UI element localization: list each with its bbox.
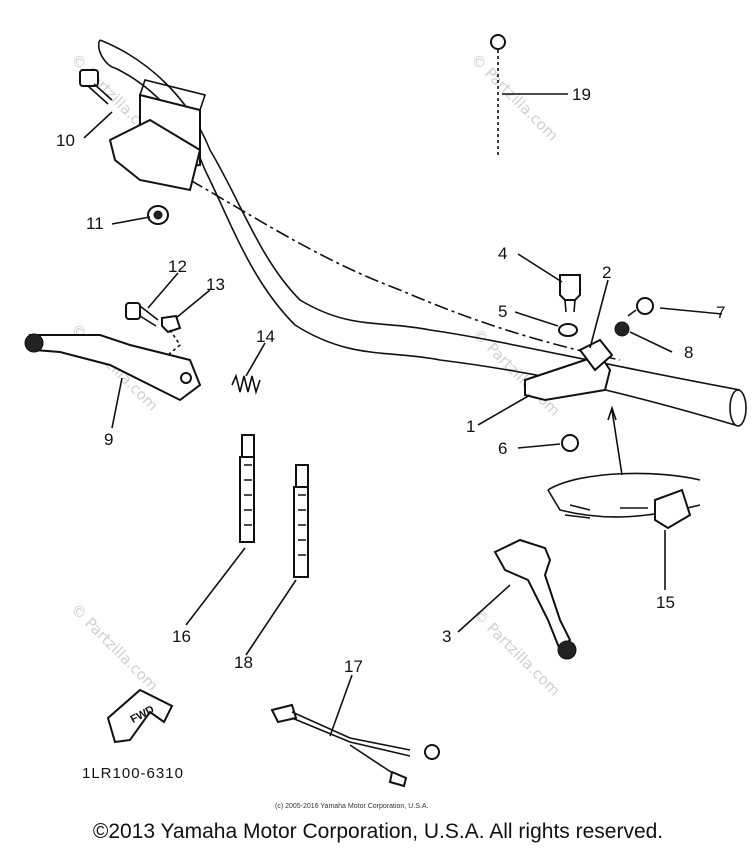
callout-6: 6 — [498, 439, 507, 458]
callout-4: 4 — [498, 244, 507, 263]
leader-lines — [83, 93, 723, 737]
nut-13 — [161, 314, 191, 371]
callout-3: 3 — [442, 627, 451, 646]
callout-2: 2 — [602, 263, 611, 282]
diagram-code: 1LR100-6310 — [82, 765, 184, 782]
watermark: © Partzilla.com — [467, 50, 562, 145]
handlebar — [97, 39, 747, 427]
callout-11: 11 — [86, 214, 104, 233]
fwd-arrow-icon: FWD — [106, 688, 174, 744]
callout-10: 10 — [56, 131, 75, 150]
bolt-10 — [79, 69, 113, 105]
small-copyright: (c) 2005-2016 Yamaha Motor Corporation, … — [275, 803, 428, 810]
lever-3 — [493, 538, 577, 660]
chain-19 — [490, 34, 506, 155]
callout-15: 15 — [656, 593, 675, 612]
copyright-notice: ©2013 Yamaha Motor Corporation, U.S.A. A… — [92, 820, 664, 843]
callout-16: 16 — [172, 627, 191, 646]
left-switch-assembly — [108, 79, 207, 192]
bolt-7 — [627, 297, 654, 317]
watermark: © Partzilla.com — [67, 600, 162, 695]
cable-tie-16 — [239, 434, 255, 543]
nut-6 — [561, 434, 579, 452]
bolt-4 — [559, 274, 581, 313]
lever-holder-1 — [524, 338, 614, 402]
switch-15 — [547, 405, 701, 530]
callout-13: 13 — [206, 275, 225, 294]
nut-11 — [147, 205, 169, 225]
callouts: 10 11 12 13 14 9 19 4 2 5 7 8 1 6 15 3 1… — [56, 85, 725, 676]
bolt-12 — [125, 302, 159, 327]
lever-9 — [24, 333, 202, 402]
washer-5 — [558, 323, 578, 337]
callout-1: 1 — [466, 417, 475, 436]
nut-8 — [614, 321, 630, 337]
callout-18: 18 — [234, 653, 253, 672]
cable-tie-18 — [293, 464, 309, 578]
callout-14: 14 — [256, 327, 275, 346]
callout-5: 5 — [498, 302, 507, 321]
callout-8: 8 — [684, 343, 693, 362]
callout-9: 9 — [104, 430, 113, 449]
callout-12: 12 — [168, 257, 187, 276]
wire-lead-17 — [270, 703, 440, 788]
callout-19: 19 — [572, 85, 591, 104]
spring-14 — [231, 373, 261, 395]
callout-7: 7 — [716, 303, 725, 322]
callout-17: 17 — [344, 657, 363, 676]
